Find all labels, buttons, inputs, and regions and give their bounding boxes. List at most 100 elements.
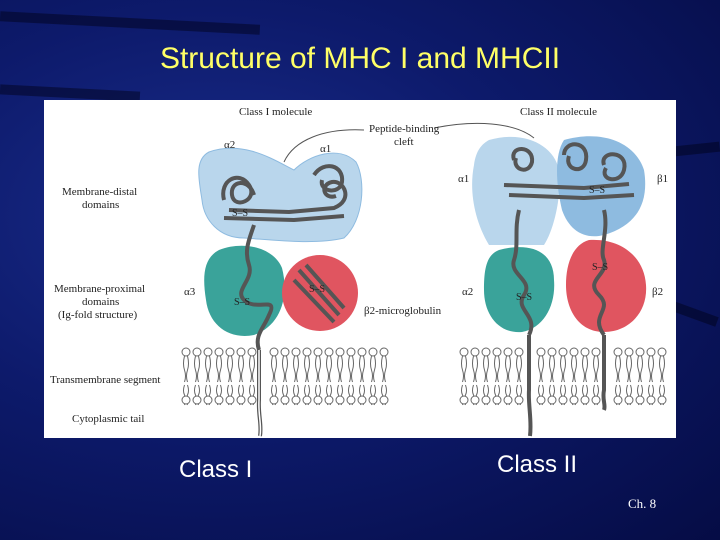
lipid-head <box>357 395 367 405</box>
lipid-head <box>379 347 389 357</box>
lipid-head <box>657 395 667 405</box>
lipid-tail <box>227 355 233 383</box>
lipid-tail <box>282 355 288 383</box>
class1-caption: Class I <box>179 456 253 483</box>
proximal-label: Membrane-proximal <box>54 283 145 295</box>
lipid-head <box>214 347 224 357</box>
lipid-head <box>269 395 279 405</box>
lipid-head <box>368 395 378 405</box>
lipid-head <box>346 347 356 357</box>
lipid-head <box>481 395 491 405</box>
lipid-head <box>580 395 590 405</box>
lipid-tail <box>249 355 255 383</box>
b2m-label: β2-microglobulin <box>364 305 442 317</box>
lipid-head <box>459 347 469 357</box>
lipid-head <box>514 347 524 357</box>
lipid-head <box>613 347 623 357</box>
lipid-head <box>368 347 378 357</box>
peptide-label-2: cleft <box>394 136 414 148</box>
class2-beta2-label: β2 <box>652 286 663 298</box>
distal-label-2: domains <box>82 199 119 211</box>
lipid-head <box>291 347 301 357</box>
lipid-head <box>324 395 334 405</box>
lipid-tail <box>560 355 566 383</box>
lipid-head <box>313 395 323 405</box>
lipid-head <box>225 347 235 357</box>
lipid-head <box>324 347 334 357</box>
lipid-head <box>481 347 491 357</box>
lipid-head <box>503 395 513 405</box>
class2-caption: Class II <box>497 451 578 478</box>
lipid-head <box>558 347 568 357</box>
class2-beta2-domain <box>566 239 647 332</box>
lipid-head <box>357 347 367 357</box>
distal-label: Membrane-distal <box>62 186 137 198</box>
lipid-tail <box>216 355 222 383</box>
lipid-tail <box>648 355 654 383</box>
class2-beta2-disulfide-label: S–S <box>592 262 608 273</box>
lipid-head <box>247 395 257 405</box>
class1-alpha1-label: α1 <box>320 143 331 155</box>
lipid-head <box>203 395 213 405</box>
class1-alpha2-label: α2 <box>224 139 235 151</box>
lipid-head <box>580 347 590 357</box>
lipid-tail <box>593 355 599 383</box>
class1-alpha3-disulfide-label: S–S <box>234 297 250 308</box>
lipid-tail <box>626 355 632 383</box>
slide-title: Structure of MHC I and MHCII <box>159 42 561 75</box>
lipid-tail <box>461 355 467 383</box>
lipid-head <box>624 395 634 405</box>
lipid-tail <box>505 355 511 383</box>
lipid-head <box>547 395 557 405</box>
lipid-head <box>192 347 202 357</box>
background-streak <box>0 11 261 35</box>
peptide-label: Peptide-binding <box>369 123 440 135</box>
lipid-head <box>503 347 513 357</box>
lipid-tail <box>494 355 500 383</box>
lipid-head <box>181 347 191 357</box>
lipid-head <box>624 347 634 357</box>
lipid-head <box>646 347 656 357</box>
class2-beta1-label: β1 <box>657 173 668 185</box>
lipid-head <box>635 347 645 357</box>
lipid-tail <box>483 355 489 383</box>
lipid-tail <box>326 355 332 383</box>
lipid-head <box>280 347 290 357</box>
lipid-tail <box>472 355 478 383</box>
proximal-label-3: (Ig-fold structure) <box>58 309 137 321</box>
lipid-tail <box>370 355 376 383</box>
lipid-head <box>269 347 279 357</box>
lipid-head <box>203 347 213 357</box>
lipid-head <box>492 347 502 357</box>
mhc-diagram-svg: Class I molecule Class II molecule Pepti… <box>50 106 668 437</box>
lipid-head <box>646 395 656 405</box>
transmembrane-label: Transmembrane segment <box>50 374 161 386</box>
lipid-head <box>613 395 623 405</box>
class2-alpha2-label: α2 <box>462 286 473 298</box>
class1-alpha3-domain <box>204 245 285 336</box>
lipid-head <box>547 347 557 357</box>
cytoplasmic-label: Cytoplasmic tail <box>72 413 144 425</box>
lipid-head <box>236 395 246 405</box>
lipid-head <box>591 395 601 405</box>
lipid-head <box>569 395 579 405</box>
class1-disulfide-label: S–S <box>232 208 248 219</box>
cleft-arrow-right <box>433 122 535 139</box>
lipid-head <box>591 347 601 357</box>
lipid-head <box>514 395 524 405</box>
lipid-tail <box>205 355 211 383</box>
b2m-disulfide-label: S–S <box>309 284 325 295</box>
lipid-head <box>225 395 235 405</box>
proximal-label-2: domains <box>82 296 119 308</box>
lipid-head <box>192 395 202 405</box>
lipid-head <box>335 347 345 357</box>
lipid-tail <box>337 355 343 383</box>
lipid-tail <box>304 355 310 383</box>
membrane-lipid-heads <box>181 347 667 406</box>
lipid-head <box>558 395 568 405</box>
chapter-label: Ch. 8 <box>628 496 657 511</box>
lipid-tail <box>271 355 277 383</box>
class2-title: Class II molecule <box>520 106 597 118</box>
lipid-tail <box>381 355 387 383</box>
lipid-head <box>280 395 290 405</box>
